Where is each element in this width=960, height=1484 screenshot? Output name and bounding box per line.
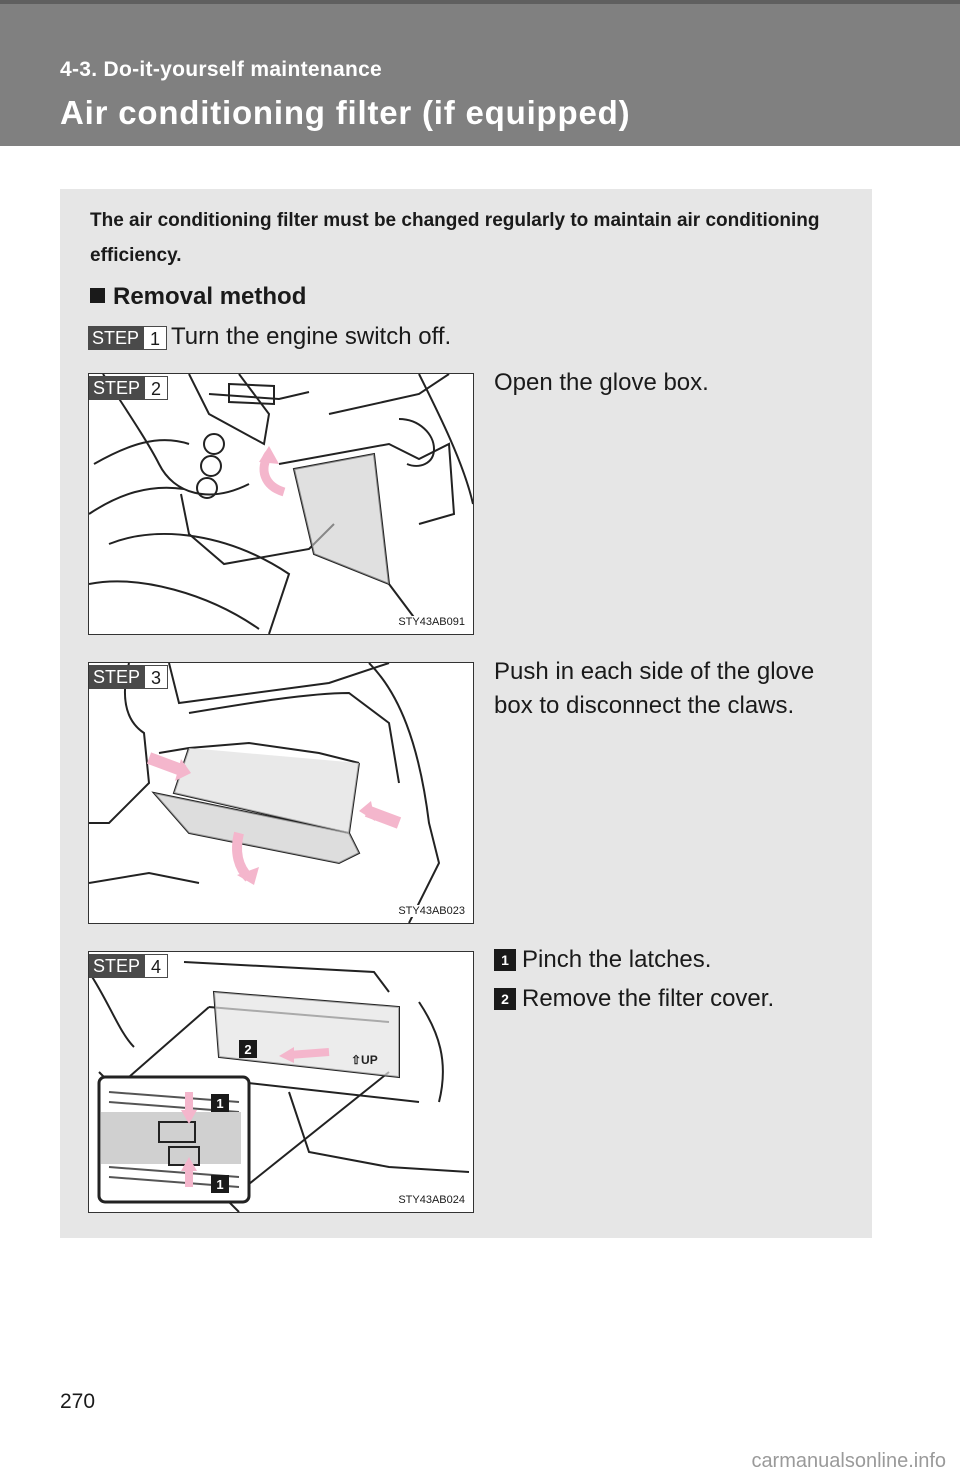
figure-code: STY43AB023 — [398, 905, 465, 917]
step-3-text: Push in each side of the glove box to di… — [494, 658, 815, 719]
header-top-stripe — [0, 0, 960, 4]
callout-number: 2 — [494, 988, 516, 1010]
glove-box-dashboard-illustration — [89, 374, 473, 634]
step-4-callout-1: 1 Pinch the latches. — [494, 946, 711, 974]
step-word: STEP — [89, 376, 145, 400]
callout-text: Remove the filter cover. — [522, 985, 775, 1012]
filter-cover-illustration: 2 1 1 ⇧UP — [89, 961, 470, 1212]
step-number: 2 — [144, 376, 169, 400]
step-4-callout-2: 2 Remove the filter cover. — [494, 985, 774, 1013]
section-label: 4-3. Do-it-yourself maintenance — [60, 58, 383, 81]
step-word: STEP — [88, 326, 144, 350]
glove-box-claws-illustration — [89, 663, 441, 923]
watermark: carmanualsonline.info — [751, 1450, 946, 1472]
figure-marker-2: 2 — [244, 1042, 251, 1057]
step-1-text: Turn the engine switch off. — [171, 323, 452, 350]
page-number: 270 — [60, 1390, 96, 1413]
step-number: 4 — [144, 954, 169, 978]
step-word: STEP — [89, 665, 145, 689]
step-word: STEP — [89, 954, 145, 978]
figure-code: STY43AB024 — [398, 1194, 465, 1206]
figure-marker-1-bottom: 1 — [216, 1177, 223, 1192]
page-header: 4-3. Do-it-yourself maintenance Air cond… — [0, 0, 960, 146]
subheading-label: Removal method — [113, 283, 307, 310]
page-title: Air conditioning filter (if equipped) — [60, 94, 631, 131]
figure-marker-1-top: 1 — [216, 1096, 223, 1111]
removal-method-heading: Removal method — [90, 283, 306, 311]
figure-code: STY43AB091 — [398, 616, 465, 628]
intro-text: The air conditioning filter must be chan… — [90, 210, 820, 266]
step-number: 1 — [143, 326, 168, 350]
square-bullet-icon — [90, 288, 105, 303]
step-2-text: Open the glove box. — [494, 369, 709, 396]
step-number: 3 — [144, 665, 169, 689]
callout-text: Pinch the latches. — [522, 946, 712, 973]
up-marking: ⇧UP — [351, 1053, 378, 1067]
callout-number: 1 — [494, 949, 516, 971]
